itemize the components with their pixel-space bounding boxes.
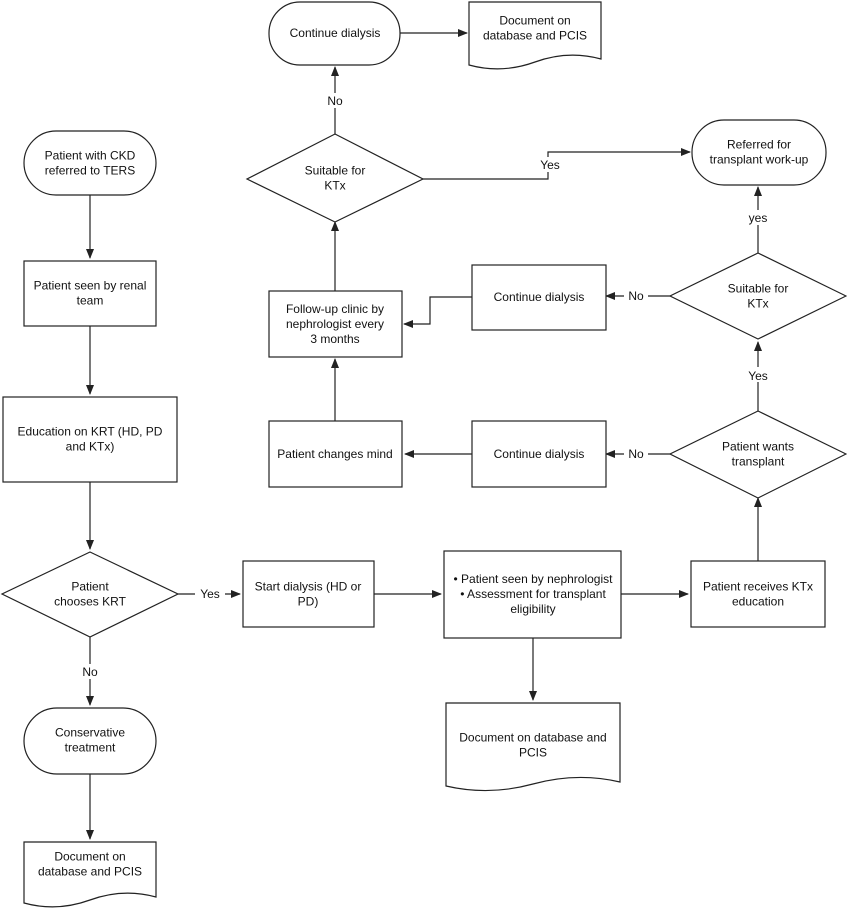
node-followup bbox=[268, 290, 403, 358]
nephrologist-line-2: • Assessment for transplant bbox=[460, 587, 606, 601]
edge-label-backgrounds bbox=[78, 93, 772, 679]
doc-left-line-1: Document on bbox=[54, 850, 125, 864]
suitable-right-line-2: KTx bbox=[747, 297, 768, 311]
node-doc-mid bbox=[445, 702, 621, 792]
node-seen-renal bbox=[23, 260, 157, 327]
nephrologist-line-3: eligibility bbox=[510, 602, 555, 616]
text-continue-top: Continue dialysis bbox=[290, 26, 381, 40]
connectors bbox=[86, 29, 762, 840]
text-changes-mind: Patient changes mind bbox=[277, 447, 392, 461]
node-doc-top bbox=[468, 1, 602, 70]
followup-line-1: Follow-up clinic by bbox=[286, 302, 384, 316]
seen-renal-line-1: Patient seen by renal bbox=[34, 279, 147, 293]
wants-transplant-line-1: Patient wants bbox=[722, 440, 794, 454]
conservative-line-2: treatment bbox=[65, 741, 116, 755]
node-patient-ckd bbox=[23, 130, 157, 196]
seen-renal-line-2: team bbox=[77, 294, 104, 308]
continue-top-line-1: Continue dialysis bbox=[290, 26, 381, 40]
ktx-education-line-2: education bbox=[732, 595, 784, 609]
node-education bbox=[2, 396, 178, 483]
referred-line-2: transplant work-up bbox=[710, 153, 809, 167]
label-suitable-top-no: No bbox=[327, 94, 343, 108]
node-suitable-top bbox=[245, 133, 425, 223]
education-line-2: and KTx) bbox=[66, 440, 115, 454]
node-doc-left bbox=[23, 841, 157, 908]
changes-mind-line-1: Patient changes mind bbox=[277, 447, 392, 461]
nephrologist-line-1: • Patient seen by nephrologist bbox=[454, 572, 614, 586]
chooses-krt-line-2: chooses KRT bbox=[54, 595, 126, 609]
start-dialysis-line-2: PD) bbox=[298, 595, 319, 609]
edge-labels: Yes No Yes No yes No Yes No bbox=[82, 94, 767, 679]
text-nephrologist: • Patient seen by nephrologist• Assessme… bbox=[454, 572, 614, 616]
followup-line-3: 3 months bbox=[310, 332, 359, 346]
node-conservative bbox=[23, 707, 157, 775]
ktx-education-line-1: Patient receives KTx bbox=[703, 580, 813, 594]
doc-mid-line-2: PCIS bbox=[519, 746, 547, 760]
doc-top-line-1: Document on bbox=[499, 14, 570, 28]
edge-continue-to-followup bbox=[403, 296, 472, 328]
suitable-top-line-1: Suitable for bbox=[305, 164, 366, 178]
education-line-1: Education on KRT (HD, PD bbox=[18, 425, 163, 439]
node-continue-top bbox=[268, 1, 401, 66]
label-chooses-yes: Yes bbox=[200, 587, 220, 601]
node-suitable-right bbox=[668, 252, 847, 340]
node-nephrologist bbox=[443, 550, 622, 639]
wants-transplant-line-2: transplant bbox=[732, 455, 785, 469]
text-continue-low: Continue dialysis bbox=[494, 447, 585, 461]
start-dialysis-line-1: Start dialysis (HD or bbox=[255, 580, 362, 594]
node-continue-low bbox=[471, 420, 607, 488]
continue-mid-line-1: Continue dialysis bbox=[494, 290, 585, 304]
label-suitable-top-yes: Yes bbox=[540, 158, 560, 172]
chooses-krt-line-1: Patient bbox=[71, 580, 109, 594]
label-wants-yes: Yes bbox=[748, 369, 768, 383]
node-ktx-education bbox=[690, 560, 826, 628]
continue-low-line-1: Continue dialysis bbox=[494, 447, 585, 461]
label-chooses-no: No bbox=[82, 665, 98, 679]
doc-top-line-2: database and PCIS bbox=[483, 29, 587, 43]
referred-line-1: Referred for bbox=[727, 138, 791, 152]
node-changes-mind bbox=[268, 420, 403, 488]
node-start-dialysis bbox=[242, 560, 375, 628]
node-continue-mid bbox=[471, 264, 607, 331]
label-wants-no: No bbox=[628, 447, 644, 461]
text-continue-mid: Continue dialysis bbox=[494, 290, 585, 304]
followup-line-2: nephrologist every bbox=[286, 317, 384, 331]
doc-mid-line-1: Document on database and bbox=[459, 731, 606, 745]
node-chooses-krt bbox=[0, 551, 180, 638]
node-wants-transplant bbox=[668, 410, 847, 499]
patient-ckd-line-2: referred to TERS bbox=[45, 164, 135, 178]
conservative-line-1: Conservative bbox=[55, 726, 125, 740]
doc-left-line-2: database and PCIS bbox=[38, 865, 142, 879]
suitable-right-line-1: Suitable for bbox=[728, 282, 789, 296]
patient-ckd-line-1: Patient with CKD bbox=[45, 149, 136, 163]
label-suitable-right-no: No bbox=[628, 289, 644, 303]
node-referred bbox=[691, 119, 827, 186]
suitable-top-line-2: KTx bbox=[324, 179, 345, 193]
label-suitable-right-yes: yes bbox=[749, 211, 768, 225]
